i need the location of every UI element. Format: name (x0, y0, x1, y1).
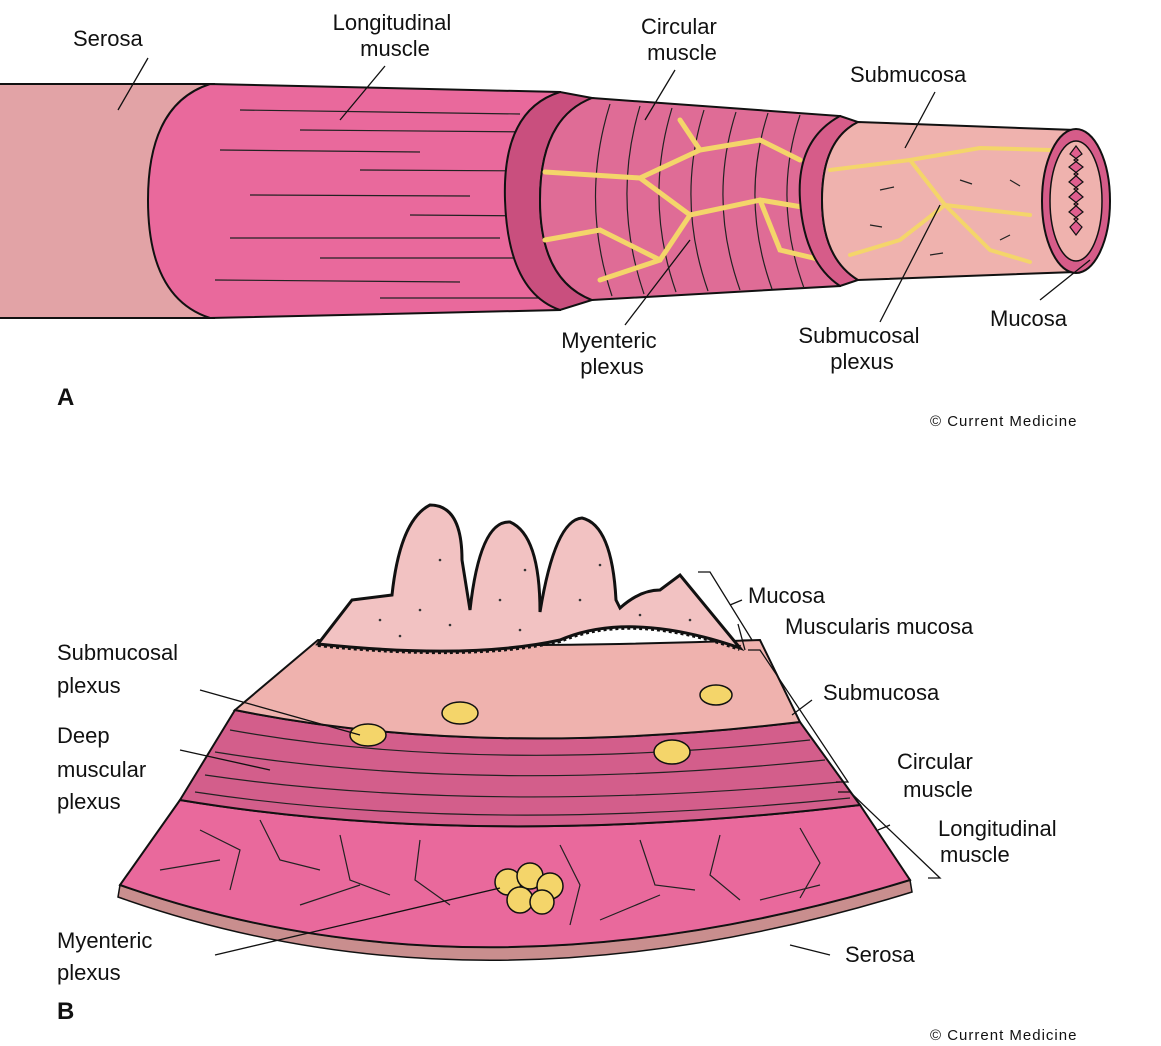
b-label-submucosal-plexus: Submucosal plexus (57, 640, 184, 698)
b-mucosa-layer (318, 505, 740, 651)
a-label-circular-muscle: Circular muscle (641, 14, 723, 65)
a-label-longitudinal-muscle: Longitudinal muscle (333, 10, 458, 61)
b-label-circular-muscle: Circular muscle (897, 749, 979, 802)
b-credit: © Current Medicine (930, 1027, 1077, 1044)
a-label-submucosal-plexus: Submucosal plexus (798, 323, 925, 374)
a-longitudinal-muscle-layer (148, 84, 560, 318)
a-label-mucosa: Mucosa (990, 306, 1068, 331)
a-panel-letter: A (57, 384, 74, 411)
panel-a-tube-illustration (0, 84, 1110, 318)
b-label-muscularis-mucosa: Muscularis mucosa (785, 614, 974, 639)
b-label-myenteric-plexus: Myenteric plexus (57, 928, 158, 985)
b-label-submucosa: Submucosa (823, 680, 940, 705)
b-label-deep-muscular-plexus: Deep muscular plexus (57, 723, 152, 814)
a-label-myenteric-plexus: Myenteric plexus (561, 328, 662, 379)
a-submucosa-layer (822, 122, 1075, 280)
b-label-longitudinal-muscle: Longitudinal muscle (938, 816, 1063, 867)
b-panel-letter: B (57, 998, 74, 1025)
b-label-serosa: Serosa (845, 942, 915, 967)
b-label-mucosa: Mucosa (748, 583, 826, 608)
a-credit: © Current Medicine (930, 413, 1077, 430)
a-label-submucosa: Submucosa (850, 62, 967, 87)
a-label-serosa: Serosa (73, 26, 143, 51)
a-circular-muscle-layer (540, 98, 840, 300)
panel-b-wedge-illustration (118, 505, 912, 960)
a-mucosa-end-face (1042, 129, 1110, 273)
